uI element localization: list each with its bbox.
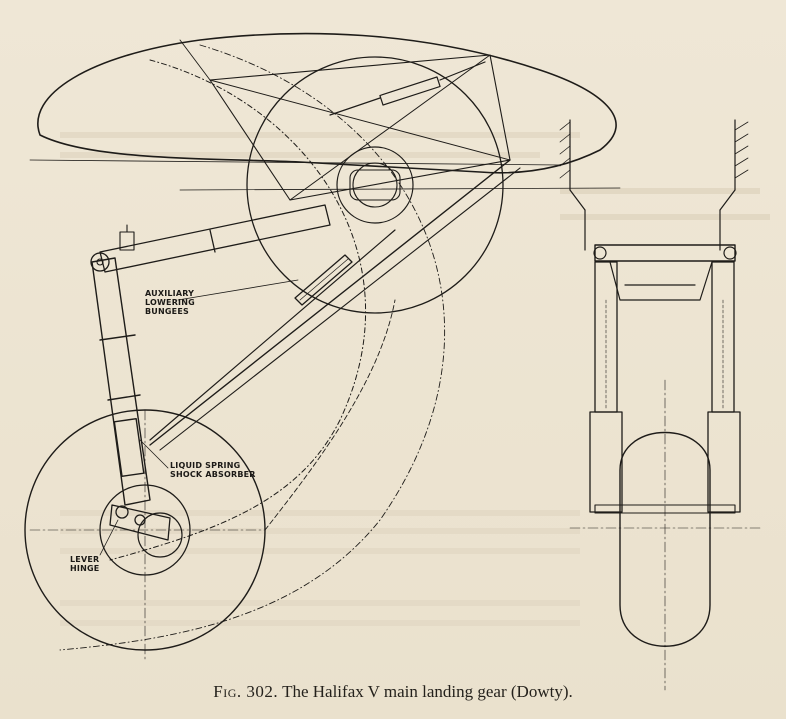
retracted-hub-block bbox=[349, 169, 401, 201]
leader-shock bbox=[139, 439, 169, 469]
retraction-arc-large bbox=[109, 59, 366, 561]
retraction-jack-upper bbox=[329, 61, 486, 116]
front-view bbox=[559, 119, 761, 691]
side-stay bbox=[149, 229, 396, 441]
figure-number: Fig. 302. bbox=[213, 682, 279, 701]
callout-shock-absorber: LIQUID SPRING SHOCK ABSORBER bbox=[170, 461, 256, 479]
radius-rod-upper bbox=[99, 204, 331, 273]
front-wheel-tyre bbox=[619, 431, 711, 647]
front-bridge-frame bbox=[609, 261, 713, 301]
spar-left bbox=[559, 119, 586, 251]
front-cross-tube bbox=[594, 244, 736, 262]
callout-lever-hinge: LEVER HINGE bbox=[70, 555, 99, 573]
figure-caption: Fig. 302. The Halifax V main landing gea… bbox=[0, 682, 786, 702]
svg-text:LOWERING: LOWERING bbox=[145, 298, 195, 307]
front-leg-right bbox=[707, 261, 741, 513]
drag-strut-parallel bbox=[159, 167, 521, 451]
retraction-arc-outer bbox=[59, 44, 445, 651]
auxiliary-bungee-cylinder bbox=[294, 254, 353, 306]
front-leg-left bbox=[589, 261, 623, 513]
shock-absorber-leg bbox=[91, 257, 151, 506]
bracing-diagonal-a bbox=[209, 79, 511, 161]
spar-right bbox=[719, 119, 749, 251]
nacelle-outline bbox=[37, 32, 617, 174]
callout-bungees: AUXILIARY LOWERING BUNGEES bbox=[145, 289, 195, 316]
lever-hinge-assembly bbox=[109, 504, 171, 541]
upper-bracing-triangle bbox=[209, 54, 511, 201]
retracted-wheel-hub-inner bbox=[352, 162, 398, 208]
bracing-strut-top bbox=[179, 39, 211, 81]
wheel-swing-arc bbox=[264, 299, 396, 531]
figure-caption-text: The Halifax V main landing gear (Dowty). bbox=[282, 682, 573, 701]
bleed-through-text bbox=[60, 132, 770, 626]
upper-fitting bbox=[119, 224, 135, 251]
drag-strut-main bbox=[149, 159, 511, 446]
datum-line-upper bbox=[29, 159, 561, 166]
retracted-wheel-outline bbox=[246, 56, 504, 314]
svg-text:BUNGEES: BUNGEES bbox=[145, 307, 189, 316]
svg-text:AUXILIARY: AUXILIARY bbox=[145, 289, 194, 298]
svg-text:HINGE: HINGE bbox=[70, 564, 99, 573]
leg-top-pivot bbox=[90, 252, 110, 272]
retracted-wheel-hub-outer bbox=[336, 146, 414, 224]
bracing-diagonal-b bbox=[289, 54, 491, 201]
svg-text:LIQUID SPRING: LIQUID SPRING bbox=[170, 461, 240, 470]
svg-text:SHOCK ABSORBER: SHOCK ABSORBER bbox=[170, 470, 256, 479]
front-axle bbox=[594, 504, 736, 514]
leader-bungees bbox=[177, 279, 299, 301]
svg-text:LEVER: LEVER bbox=[70, 555, 99, 564]
main-wheel-hub-inner bbox=[137, 512, 183, 558]
leader-lever bbox=[99, 519, 119, 556]
